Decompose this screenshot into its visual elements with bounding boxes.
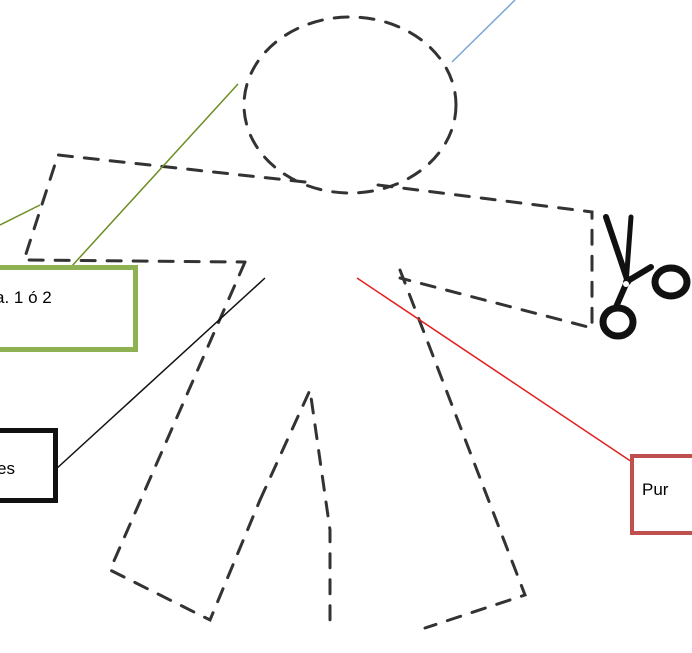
green-box-text: a. 1 ó 2 [0, 288, 52, 307]
olive-connector [49, 83, 239, 291]
scissors-icon [599, 214, 691, 340]
red-connector [356, 277, 633, 463]
label-box-red: Pur [630, 454, 692, 535]
label-box-black: es [0, 428, 58, 503]
connector-lines [0, 0, 633, 471]
inner-leg-outline [258, 384, 332, 632]
label-box-green: a. 1 ó 2 [0, 265, 138, 352]
olive-connector-short [0, 204, 41, 226]
black-box-text: es [0, 459, 15, 478]
left-leg-outline [108, 260, 262, 623]
right-arm-outline [376, 183, 594, 330]
black-connector [54, 277, 266, 471]
blue-connector [451, 0, 516, 63]
left-arm-outline [21, 153, 307, 264]
head-outline [242, 15, 458, 195]
red-box-text: Pur [642, 480, 669, 499]
right-leg-outline [398, 268, 527, 630]
